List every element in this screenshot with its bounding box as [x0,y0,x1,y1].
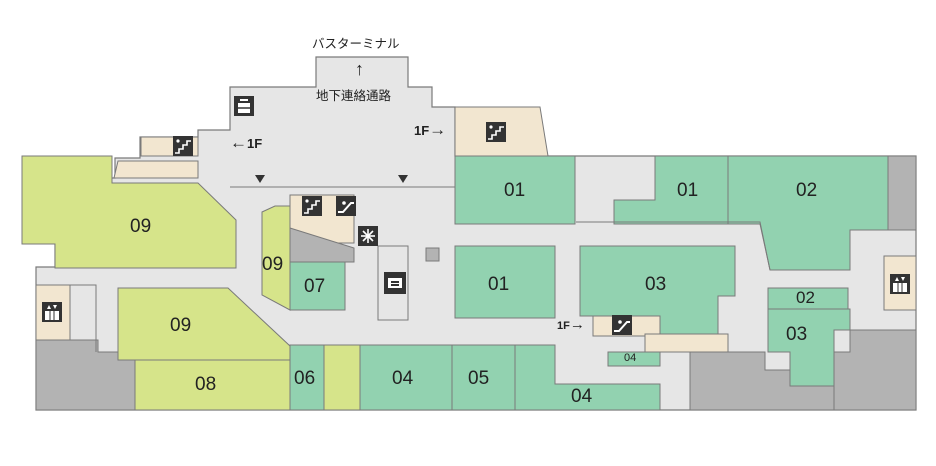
store-02-a[interactable]: 02 [796,180,818,201]
store-02-b[interactable]: 02 [796,288,815,307]
store-01-a-shape [454,155,576,225]
store-04-b[interactable]: 04 [571,386,593,407]
store-01-c-shape [454,245,556,319]
store-01-b[interactable]: 01 [677,180,699,201]
store-01-c[interactable]: 01 [488,274,510,295]
store-08[interactable]: 08 [195,374,217,395]
floor-1f-label: 1F [414,123,430,138]
store-04-a[interactable]: 04 [392,368,414,389]
store-02-a-shape [727,155,889,271]
gray-block-right-top [887,155,917,231]
arrow-left-1f[interactable]: ←1F [230,133,262,153]
down-marker-right [398,175,408,183]
store-05[interactable]: 05 [468,368,490,389]
store-03-a-shape [579,245,736,335]
store-06[interactable]: 06 [294,368,316,389]
floor-1f-label: 1F [557,320,570,332]
store-07-shape [289,261,346,311]
service-strip-lower [644,333,729,353]
store-04-b-shape [514,344,661,411]
store-03-b-shape [767,308,851,387]
service-room-right [883,255,917,311]
arrow-right-icon: → [429,120,447,139]
store-04-c[interactable]: 04 [624,352,637,364]
store-07[interactable]: 07 [304,276,326,297]
store-03-a[interactable]: 03 [645,274,667,295]
stair-landing-left-lower [113,160,199,179]
underground-passage-label: 地下連絡通路 [316,88,392,103]
gray-block-bottom-right [833,329,917,411]
store-09-b-shape [261,205,291,311]
service-room-left [35,284,71,341]
escalator-landing-lower [592,315,661,337]
store-09-b[interactable]: 09 [262,254,284,275]
corridor-features [70,186,771,352]
store-09-a-shape [21,155,237,269]
floor-1f-label: 1F [247,136,263,151]
store-09-c[interactable]: 09 [170,315,192,336]
arrow-right-1f[interactable]: 1F→ [414,120,446,140]
bus-terminal-label: バスターミナル [312,36,400,51]
down-marker-left [255,175,265,183]
store-01-a[interactable]: 01 [504,180,526,201]
arrow-right-icon: → [569,316,585,333]
arrow-right-1f-lower[interactable]: 1F→ [557,316,585,333]
gray-small-square [425,247,440,262]
store-06-shape [289,344,325,411]
store-03-b[interactable]: 03 [786,324,808,345]
arrow-up-icon: ↑ [355,59,364,79]
stair-landing-right [454,106,549,157]
store-09-a[interactable]: 09 [130,216,152,237]
stair-landing-left [140,136,199,157]
store-lime-small-shape [323,344,361,411]
arrow-left-icon: ← [230,133,247,152]
store-04-c-shape [607,351,661,367]
